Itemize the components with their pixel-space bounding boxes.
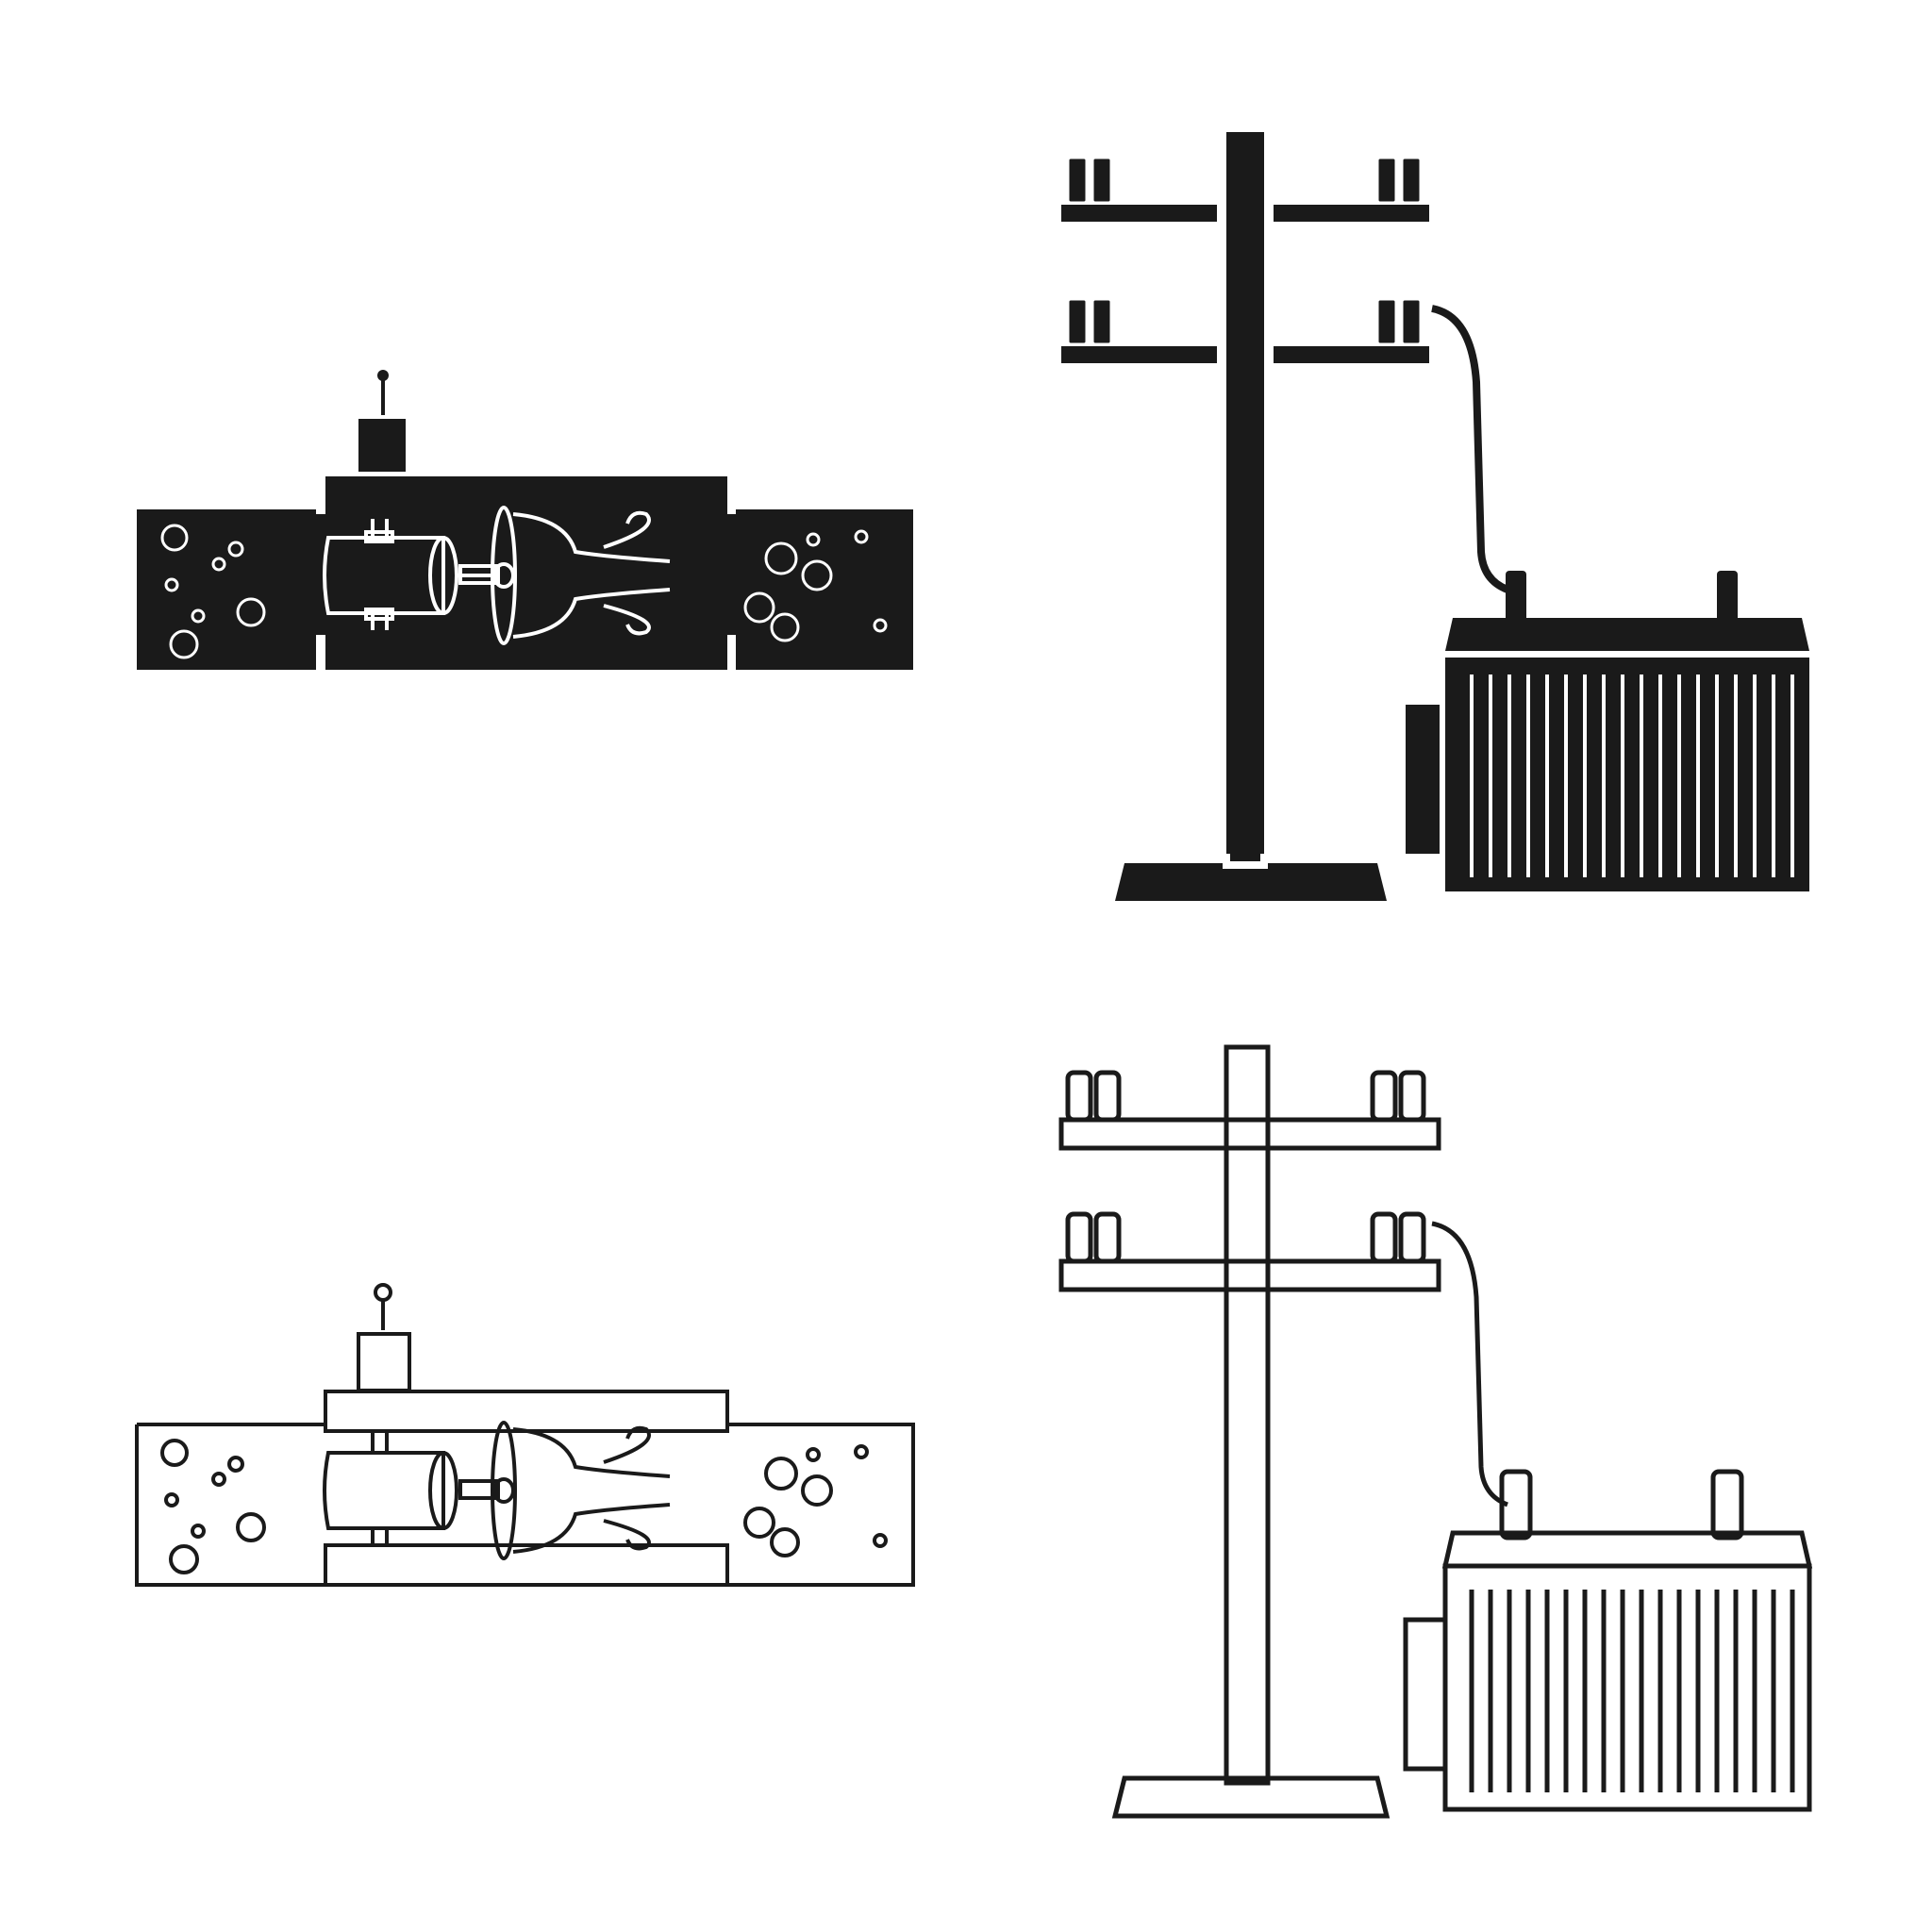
turbine-outline-icon [135, 1283, 915, 1587]
power-pole-outline-icon [1058, 1044, 1813, 1819]
turbine-solid-icon [137, 370, 913, 670]
power-pole-outline-group [1058, 1044, 1813, 1819]
power-pole-solid-group [1061, 132, 1809, 901]
turbine-outline-group [135, 1283, 915, 1587]
power-pole-solid-icon [1061, 132, 1809, 901]
turbine-solid-group [137, 370, 913, 670]
